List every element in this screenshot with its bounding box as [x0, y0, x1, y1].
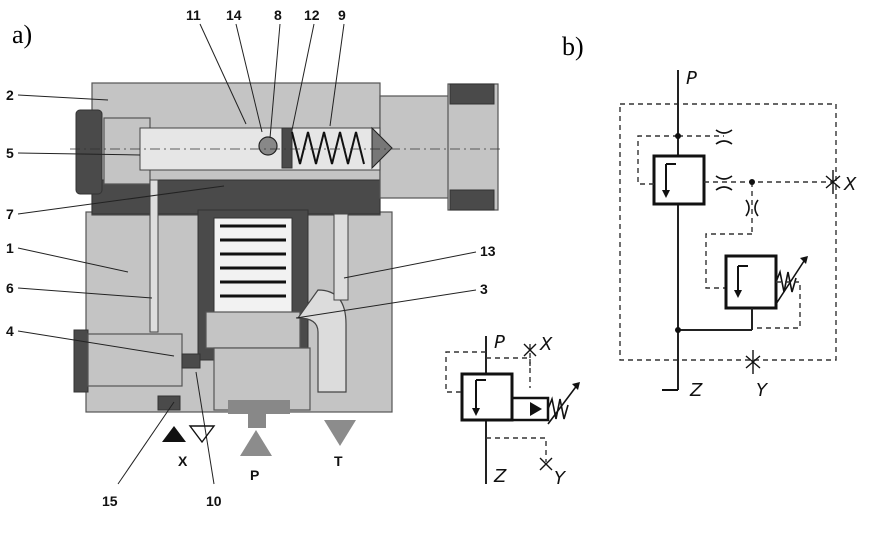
orifice-1 — [715, 129, 733, 145]
pilot-channel — [149, 179, 159, 333]
symbol-small-z-label: Z — [493, 466, 507, 487]
pilot-head-base — [91, 179, 381, 215]
callout-9: 9 — [338, 7, 346, 23]
symbol-small-y-label: Y — [554, 468, 567, 489]
pilot-poppet — [258, 136, 278, 156]
valve-cross-section — [70, 82, 500, 428]
orifice-3 — [745, 199, 759, 217]
orifice-2 — [715, 175, 733, 191]
port-x-solid-marker — [162, 426, 186, 442]
symbol-large-y-label: Y — [756, 380, 769, 401]
pilot-spring — [291, 131, 365, 165]
symbol-small-valve-box — [460, 372, 514, 422]
callout-1: 1 — [6, 240, 14, 256]
symbol-large-x-label: X — [843, 174, 857, 195]
x-plug — [87, 333, 183, 387]
callout-3: 3 — [480, 281, 488, 297]
callout-5: 5 — [6, 145, 14, 161]
callout-2: 2 — [6, 87, 14, 103]
symbol-large-main-valve — [652, 154, 706, 206]
callout-leaders — [17, 23, 477, 485]
callout-12: 12 — [304, 7, 320, 23]
callout-11: 11 — [186, 7, 201, 23]
callout-15: 15 — [102, 493, 118, 509]
port-p-marker — [240, 430, 272, 456]
symbol-small-p-label: P — [494, 332, 505, 353]
main-spool — [205, 311, 301, 349]
callout-7: 7 — [6, 206, 14, 222]
port-p-label: P — [250, 467, 259, 483]
symbol-large-z-label: Z — [689, 380, 703, 401]
port-t-label: T — [334, 453, 343, 469]
callout-10: 10 — [206, 493, 222, 509]
port-x-label: X — [178, 453, 188, 469]
callout-6: 6 — [6, 280, 14, 296]
port-x-open-marker — [188, 425, 216, 444]
panel-b-label: b) — [562, 32, 584, 61]
callout-4: 4 — [6, 323, 14, 339]
symbol-small — [445, 336, 580, 484]
drain-channel — [333, 213, 349, 301]
panel-a-label: a) — [12, 20, 32, 49]
symbol-large-p-label: P — [686, 68, 697, 89]
symbol-large — [619, 70, 841, 391]
callout-8: 8 — [274, 7, 282, 23]
port-t-marker — [324, 420, 356, 446]
symbol-large-pilot-valve — [724, 254, 778, 310]
callout-13: 13 — [480, 243, 496, 259]
symbol-small-x-label: X — [539, 334, 553, 355]
adjuster-knob — [447, 83, 499, 211]
plug — [75, 109, 103, 195]
symbol-large-frame — [619, 103, 837, 361]
callout-14: 14 — [226, 7, 242, 23]
main-spring — [220, 224, 286, 298]
